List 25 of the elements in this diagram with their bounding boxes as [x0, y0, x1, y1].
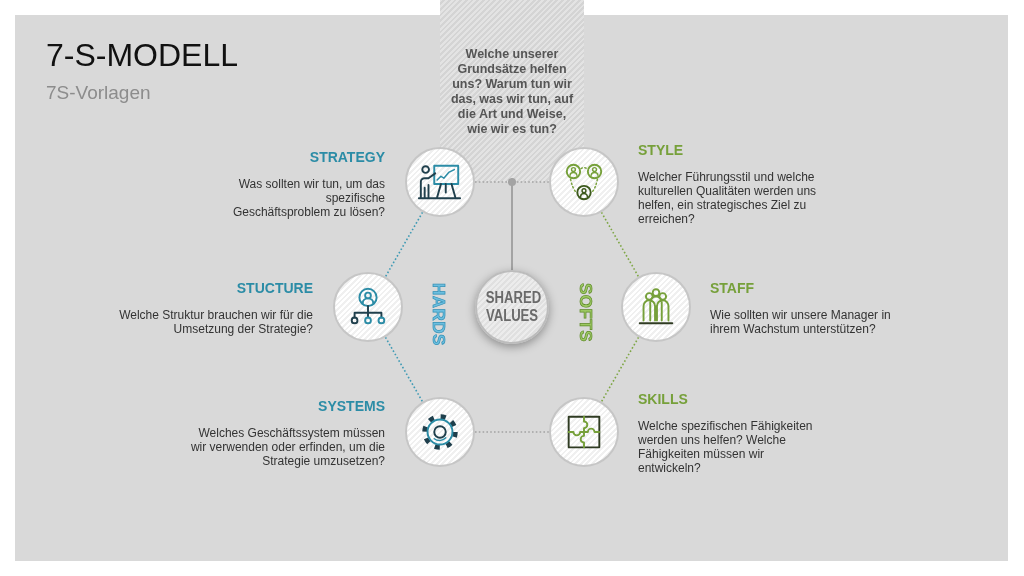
question-text: Welche unserer Grundsätze helfen uns? Warum tun wir das, was wir tun, auf die Art und Weise, wie wir es tun? — [449, 47, 575, 137]
dotted-line — [600, 211, 640, 278]
node-description: Wie sollten wir unsere Manager in ihrem Wachstum unterstützen? — [710, 308, 892, 336]
vertical-label: HARDS — [429, 283, 447, 346]
dotted-line — [384, 211, 424, 278]
node-heading: SYSTEMS — [318, 398, 385, 414]
node-heading: STUCTURE — [236, 280, 313, 296]
node-heading: STYLE — [638, 142, 684, 158]
node-description: Welche spezifischen Fähigkeiten werden uns helfen? Welche Fähigkeiten müssen wir entwickeln? — [638, 419, 814, 475]
node-heading: STRATEGY — [309, 149, 385, 165]
hatched-panel — [440, 0, 584, 182]
node-description: Was sollten wir tun, um das spezifische Geschäftsproblem zu lösen? — [231, 177, 385, 219]
node-description: Welches Geschäftssystem müssen wir verwenden oder erfinden, um die Strategie umzusetzen? — [189, 426, 385, 468]
node-description: Welche Struktur brauchen wir für die Umsetzung der Strategie? — [118, 308, 313, 336]
center-label: SHARED VALUES — [485, 289, 539, 325]
node-heading: STAFF — [710, 280, 755, 296]
slide-title: 7-S-MODELL — [46, 36, 239, 74]
dotted-line — [384, 336, 424, 403]
dotted-line — [600, 336, 640, 403]
slide-subtitle: 7S-Vorlagen — [46, 82, 151, 104]
node-description: Welcher Führungsstil und welche kulturellen Qualitäten werden uns helfen, ein strategisches Ziel zu erreichen? — [638, 170, 818, 226]
connector-line — [507, 177, 517, 271]
node-heading: SKILLS — [638, 391, 688, 407]
dotted-line — [474, 431, 550, 433]
vertical-label: SOFTS — [576, 283, 594, 343]
